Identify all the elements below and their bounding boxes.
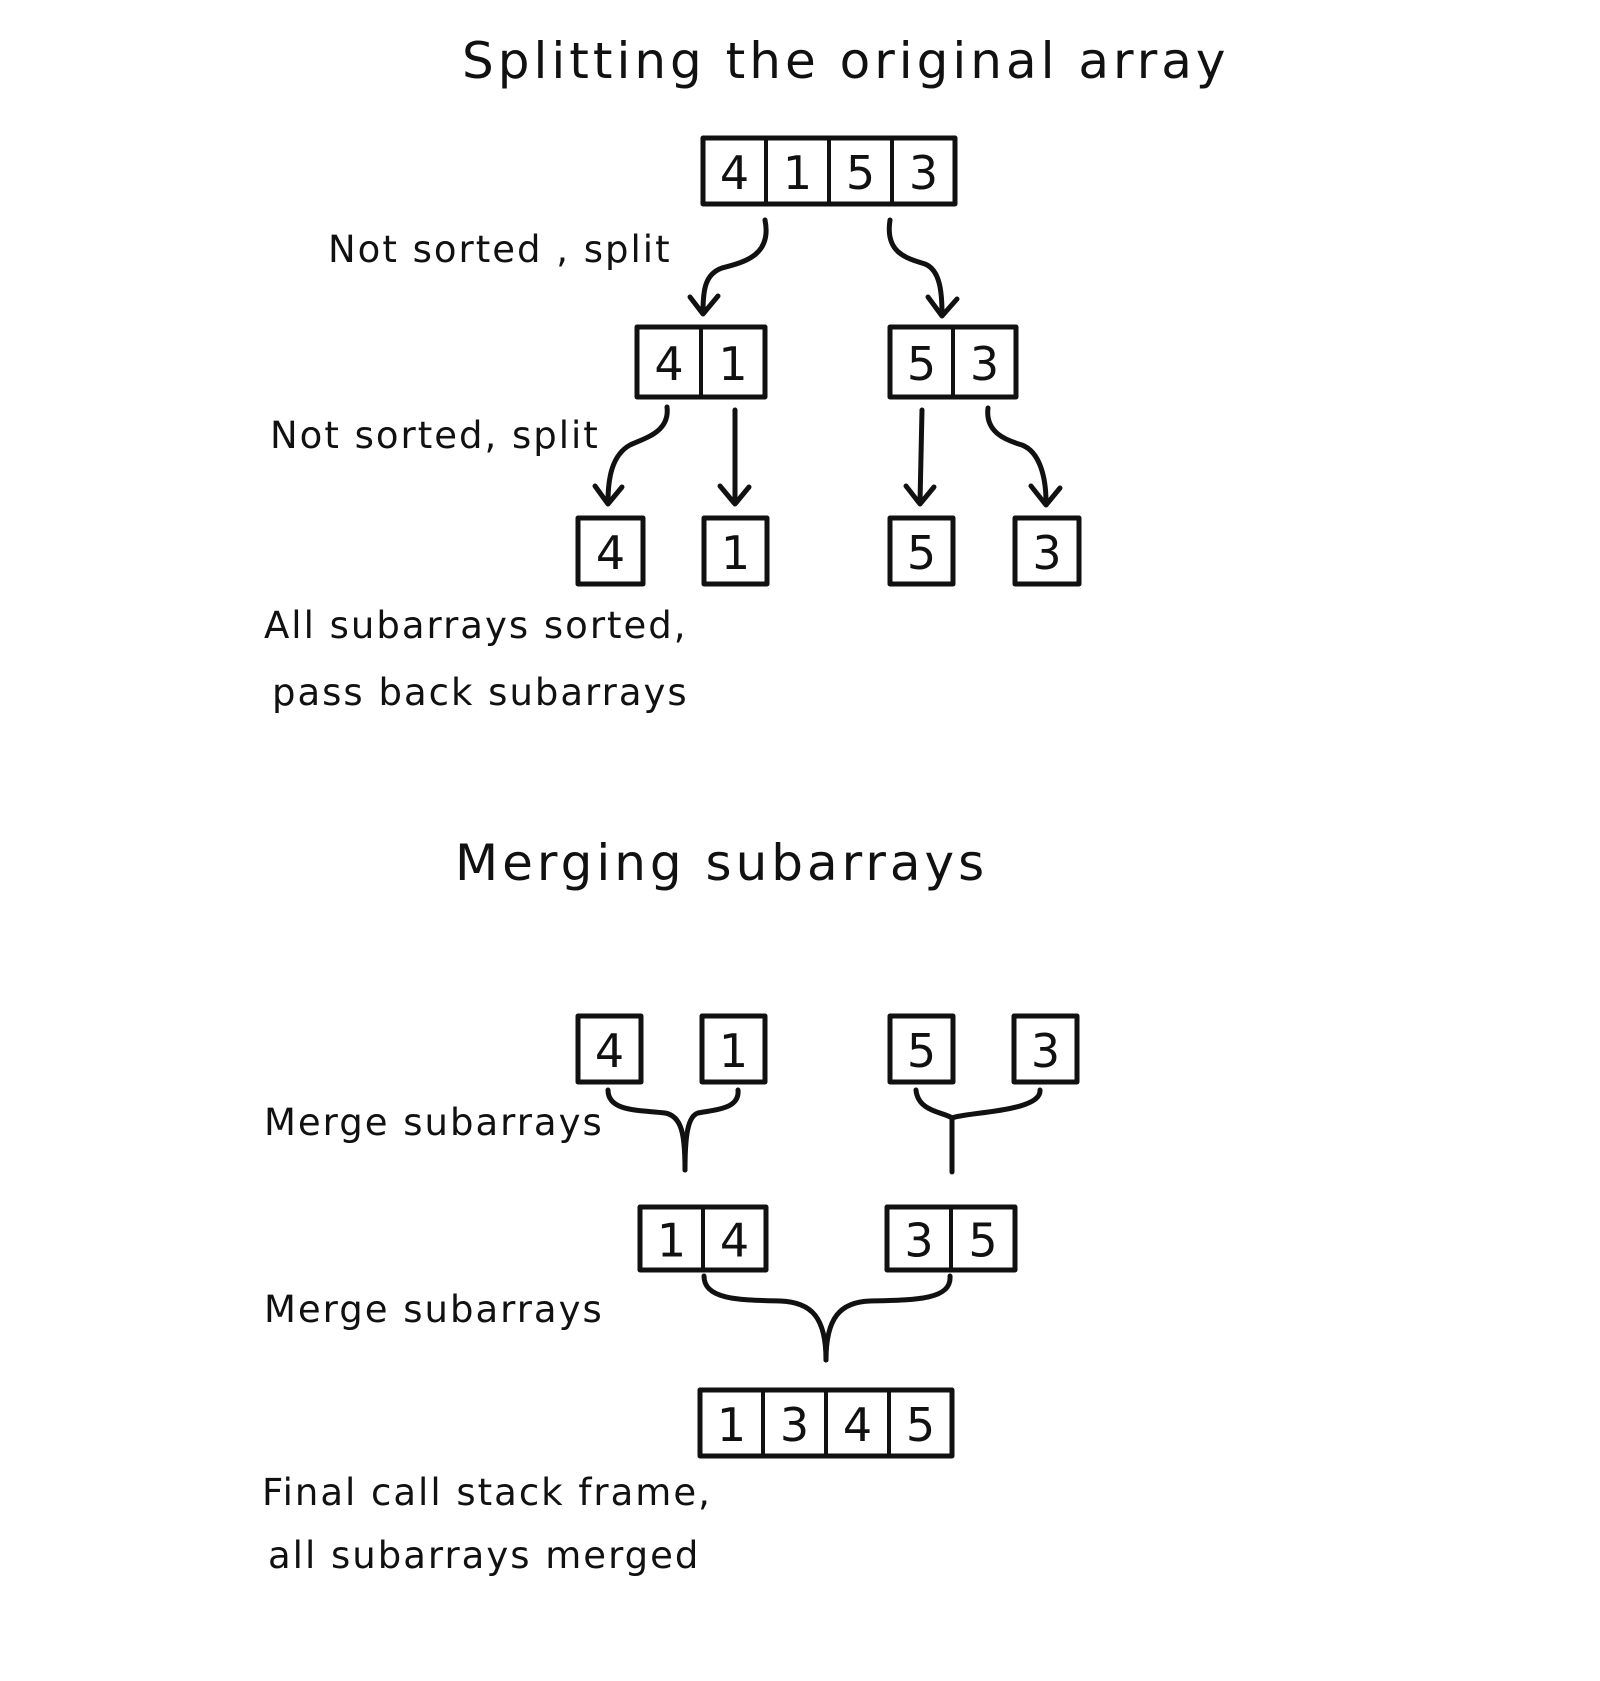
merge-brace-14-35: [701, 1273, 953, 1363]
split-arrow-3: [985, 405, 1063, 508]
array-cell-value: 1: [783, 146, 812, 200]
array-outline: [1011, 1013, 1080, 1085]
array-cell-value: 4: [720, 1214, 749, 1268]
split-note-3-line-1: All subarrays sorted,: [264, 604, 688, 647]
array-cell-value: 1: [657, 1214, 686, 1268]
array-outline: [701, 515, 770, 587]
array-cell-value: 5: [968, 1214, 997, 1268]
array-cell-value: 4: [843, 1398, 872, 1452]
array-cell-value: 5: [907, 337, 936, 391]
array-cell-value: 5: [846, 146, 875, 200]
merge-section-title: Merging subarrays: [455, 834, 988, 892]
array-cell-value: 1: [719, 1024, 748, 1078]
array-outline: [887, 515, 956, 587]
array-cell-value: 3: [1032, 526, 1061, 580]
array-cell-value: 4: [654, 337, 683, 391]
array-cell-value: 1: [721, 526, 750, 580]
merge-brace-41: [605, 1087, 741, 1173]
array-5-split: 5: [887, 515, 956, 587]
split-arrow-left: [687, 217, 769, 317]
array-4-split: 4: [575, 515, 646, 587]
merge-note-3-line-1: Final call stack frame,: [262, 1471, 712, 1514]
split-arrow-right: [886, 217, 960, 319]
split-arrow-1: [717, 407, 752, 507]
merge-brace-53: [913, 1087, 1043, 1175]
array-cell-value: 5: [907, 526, 936, 580]
array-outline: [1012, 515, 1082, 587]
array-cell-value: 3: [1031, 1024, 1060, 1078]
split-note-2: Not sorted, split: [270, 414, 600, 457]
array-cell-value: 1: [718, 337, 747, 391]
array-3-split: 3: [1012, 515, 1082, 587]
array-1-merge: 1: [699, 1013, 768, 1085]
array-cell-value: 1: [717, 1398, 746, 1452]
split-note-3-line-2: pass back subarrays: [272, 671, 689, 714]
array-cell-value: 4: [596, 526, 625, 580]
array-cell-value: 3: [780, 1398, 809, 1452]
merge-note-3-line-2: all subarrays merged: [268, 1534, 700, 1577]
array-outline: [887, 1013, 956, 1085]
array-5-merge: 5: [887, 1013, 956, 1085]
array-cell-value: 5: [907, 1024, 936, 1078]
array-outline: [575, 515, 646, 587]
array-outline: [575, 1013, 644, 1085]
split-arrow-4: [592, 404, 670, 507]
split-arrow-5: [903, 407, 937, 507]
split-section-title: Splitting the original array: [462, 32, 1230, 90]
array-cell-value: 5: [906, 1398, 935, 1452]
array-outline: [699, 1013, 768, 1085]
array-1-split: 1: [701, 515, 770, 587]
merge-note-1: Merge subarrays: [264, 1101, 604, 1144]
array-cell-value: 3: [970, 337, 999, 391]
array-3-merge: 3: [1011, 1013, 1080, 1085]
array-cell-value: 3: [909, 146, 938, 200]
array-cell-value: 4: [595, 1024, 624, 1078]
array-cell-value: 3: [904, 1214, 933, 1268]
array-4-merge: 4: [575, 1013, 644, 1085]
split-note-1: Not sorted , split: [328, 228, 672, 271]
array-cell-value: 4: [720, 146, 749, 200]
merge-note-2: Merge subarrays: [264, 1288, 604, 1331]
